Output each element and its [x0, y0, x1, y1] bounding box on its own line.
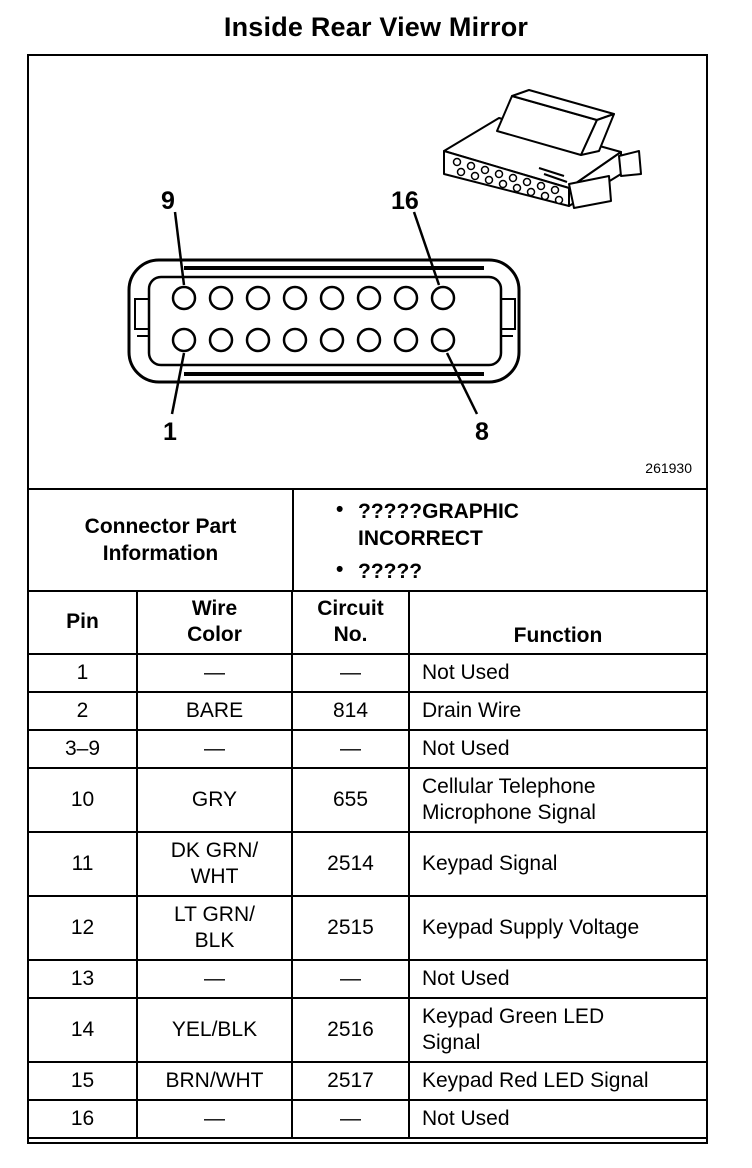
- cell-function: Drain Wire: [408, 691, 706, 731]
- pin-socket-3: [245, 327, 271, 353]
- cell-circuit-no: 814: [291, 691, 410, 731]
- cell-circuit-no: —: [291, 959, 410, 999]
- cell-pin: 13: [29, 959, 138, 999]
- cell-function: Not Used: [408, 1099, 706, 1139]
- cell-circuit-no: —: [291, 653, 410, 693]
- cell-circuit-no: —: [291, 729, 410, 769]
- header-wire-color: Wire Color: [136, 590, 293, 655]
- cell-pin: 3–9: [29, 729, 138, 769]
- pinout-table: Pin Wire Color Circuit No. Function 1——N…: [29, 590, 706, 1139]
- cell-pin: 14: [29, 997, 138, 1063]
- cell-pin: 12: [29, 895, 138, 961]
- cell-wire-color: BARE: [136, 691, 293, 731]
- cell-function: Keypad Signal: [408, 831, 706, 897]
- pin-socket-1: [171, 327, 197, 353]
- cell-pin: 10: [29, 767, 138, 833]
- pin-socket-5: [319, 327, 345, 353]
- figure-number: 261930: [645, 460, 692, 476]
- cell-pin: 15: [29, 1061, 138, 1101]
- pin-socket-6: [356, 327, 382, 353]
- connector-info-label-line2: Information: [102, 542, 219, 565]
- table-row: 3–9——Not Used: [29, 729, 706, 769]
- pin-label-top-left: 9: [161, 187, 175, 215]
- header-circuit-no: Circuit No.: [291, 590, 410, 655]
- pin-socket-13: [319, 285, 345, 311]
- bullet-dot: •: [336, 498, 344, 521]
- pin-leader-lines: [170, 211, 479, 415]
- connector-drawing: 9 16 1 8: [127, 89, 642, 446]
- pin-socket-14: [356, 285, 382, 311]
- connector-part-information: Connector Part Information • ?????GRAPHI…: [29, 490, 706, 592]
- connector-3d-illustration: [443, 89, 642, 209]
- table-row: 1——Not Used: [29, 653, 706, 693]
- bullet-dot: •: [336, 558, 344, 581]
- cell-pin: 1: [29, 653, 138, 693]
- pin-label-top-right: 16: [391, 187, 419, 215]
- pin-sockets: [171, 285, 456, 353]
- cell-circuit-no: 2517: [291, 1061, 410, 1101]
- pin-socket-15: [393, 285, 419, 311]
- bullet-text: ?????: [358, 560, 423, 583]
- cell-wire-color: LT GRN/BLK: [136, 895, 293, 961]
- page-title: Inside Rear View Mirror: [223, 12, 529, 42]
- pin-socket-16: [430, 285, 456, 311]
- pin-socket-8: [430, 327, 456, 353]
- cell-pin: 11: [29, 831, 138, 897]
- header-function: Function: [408, 590, 706, 655]
- cell-function: Not Used: [408, 653, 706, 693]
- connector-info-label: Connector Part Information: [29, 490, 294, 590]
- table-header-row: Pin Wire Color Circuit No. Function: [29, 590, 706, 655]
- cell-function: Keypad Supply Voltage: [408, 895, 706, 961]
- table-row: 13——Not Used: [29, 959, 706, 999]
- connector-frame: 9 16 1 8 261930 Connector Part Informati…: [27, 54, 708, 1144]
- connector-info-details: • ?????GRAPHIC INCORRECT • ?????: [294, 490, 706, 590]
- cell-pin: 16: [29, 1099, 138, 1139]
- cell-function: Keypad Red LED Signal: [408, 1061, 706, 1101]
- header-pin: Pin: [29, 590, 138, 655]
- pin-socket-2: [208, 327, 234, 353]
- cell-circuit-no: 2516: [291, 997, 410, 1063]
- pin-label-bottom-right: 8: [475, 418, 489, 446]
- pin-socket-11: [245, 285, 271, 311]
- cell-pin: 2: [29, 691, 138, 731]
- cell-wire-color: BRN/WHT: [136, 1061, 293, 1101]
- pin-socket-12: [282, 285, 308, 311]
- connector-face: [127, 258, 521, 384]
- cell-wire-color: DK GRN/WHT: [136, 831, 293, 897]
- connector-diagram: 9 16 1 8 261930: [29, 56, 706, 490]
- cell-circuit-no: —: [291, 1099, 410, 1139]
- pin-label-bottom-left: 1: [163, 418, 177, 446]
- cell-circuit-no: 655: [291, 767, 410, 833]
- cell-function: Not Used: [408, 959, 706, 999]
- pin-socket-10: [208, 285, 234, 311]
- cell-wire-color: YEL/BLK: [136, 997, 293, 1063]
- pin-socket-4: [282, 327, 308, 353]
- table-row: 16——Not Used: [29, 1099, 706, 1139]
- cell-function: Not Used: [408, 729, 706, 769]
- cell-wire-color: —: [136, 1099, 293, 1139]
- cell-wire-color: —: [136, 959, 293, 999]
- bullet-text: ?????GRAPHIC: [358, 500, 519, 523]
- pin-socket-7: [393, 327, 419, 353]
- cell-wire-color: GRY: [136, 767, 293, 833]
- bullet-text: INCORRECT: [358, 527, 483, 550]
- cell-circuit-no: 2514: [291, 831, 410, 897]
- pin-socket-9: [171, 285, 197, 311]
- cell-wire-color: —: [136, 729, 293, 769]
- connector-info-label-line1: Connector Part: [84, 515, 237, 538]
- cell-wire-color: —: [136, 653, 293, 693]
- cell-circuit-no: 2515: [291, 895, 410, 961]
